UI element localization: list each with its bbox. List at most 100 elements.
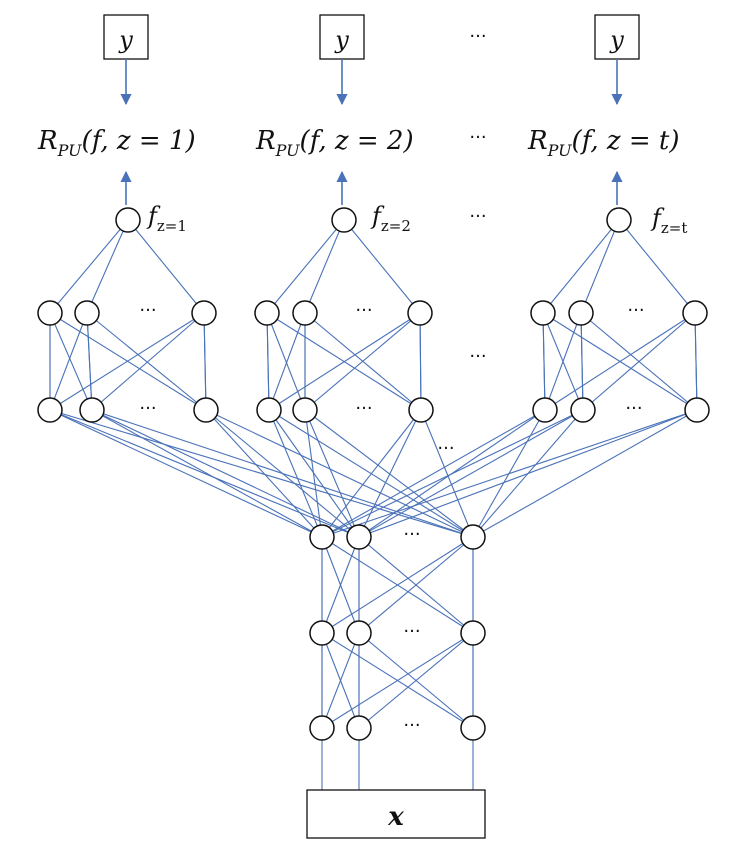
trunk-node <box>460 620 486 646</box>
target-label: y <box>609 26 624 54</box>
head-1: y RPU(f, z = 1) fz=1 <box>37 14 196 235</box>
head-hidden-node <box>532 397 558 423</box>
trunk-edge <box>358 536 474 634</box>
head-trunk-edge <box>91 409 360 538</box>
input-label: x <box>387 802 404 832</box>
output-node <box>331 207 357 233</box>
head-hidden-node <box>684 397 710 423</box>
ellipsis-middle: ··· <box>437 438 454 459</box>
head-trunk-edge <box>321 409 422 538</box>
head-hidden-edge <box>544 312 696 411</box>
head-hidden-edge <box>304 312 421 411</box>
head-vertical-edge <box>419 312 422 411</box>
head-hidden-node <box>79 397 105 423</box>
network-edges <box>49 219 698 790</box>
head-hidden-node <box>530 300 556 326</box>
target-box <box>319 14 365 60</box>
head-trunk-edge <box>49 409 323 538</box>
ellipsis-trunk-l2: ··· <box>403 621 420 642</box>
head-output-edge <box>304 219 345 314</box>
head-hidden-node <box>292 300 318 326</box>
head-vertical-edge <box>266 312 270 411</box>
head-hidden-edge <box>582 312 696 411</box>
head-hidden-edge <box>49 312 93 411</box>
head-vertical-edge <box>580 312 584 411</box>
head-output-edge <box>343 219 421 314</box>
head-trunk-edge <box>420 409 474 538</box>
head-trunk-edge <box>49 409 360 538</box>
head-hidden-edge <box>544 312 582 411</box>
risk-label: RPU(f, z = t) <box>527 126 680 160</box>
trunk-node <box>309 715 335 741</box>
head-hidden-edge <box>49 312 88 411</box>
target-box <box>103 14 149 60</box>
trunk-node <box>460 524 486 550</box>
output-node <box>606 207 632 233</box>
ellipsis-risk: ··· <box>469 127 486 148</box>
ellipsis-h2-l2: ··· <box>355 398 372 419</box>
head-output-edge <box>127 219 205 314</box>
head-hidden-edge <box>266 312 306 411</box>
trunk-node <box>460 715 486 741</box>
head-output-edge <box>86 219 129 314</box>
head-trunk-edge <box>358 409 584 538</box>
output-node <box>115 207 141 233</box>
head-hidden-node <box>193 397 219 423</box>
head-trunk-edge <box>358 409 422 538</box>
risk-label: RPU(f, z = 1) <box>37 126 196 160</box>
ellipses: ··· ··· ··· ··· ··· ··· ··· ··· ··· ··· … <box>139 26 644 736</box>
ellipsis-h3-l2: ··· <box>625 398 642 419</box>
risk-label: RPU(f, z = 2) <box>255 126 414 160</box>
trunk-edge <box>358 632 474 729</box>
head-trunk-edge <box>205 409 474 538</box>
head-trunk-edge <box>304 409 360 538</box>
head-trunk-edge <box>321 409 698 538</box>
head-trunk-edge <box>268 409 323 538</box>
head-hidden-node <box>37 397 63 423</box>
ellipsis-h2-l1: ··· <box>355 300 372 321</box>
head-trunk-edge <box>321 409 546 538</box>
head-trunk-edge <box>304 409 474 538</box>
head-trunk-edge <box>49 409 474 538</box>
head-hidden-edge <box>91 312 205 411</box>
output-label: fz=1 <box>146 202 187 235</box>
head-trunk-edge <box>205 409 360 538</box>
head-trunk-edge <box>358 409 698 538</box>
head-vertical-edge <box>694 312 698 411</box>
ellipsis-heads: ··· <box>469 346 486 367</box>
trunk-edge <box>321 536 474 634</box>
head-hidden-edge <box>268 312 421 411</box>
head-hidden-node <box>407 300 433 326</box>
target-box <box>594 14 640 60</box>
head-hidden-node <box>191 300 217 326</box>
head-hidden-edge <box>49 312 205 411</box>
input-box: x <box>306 789 486 839</box>
head-hidden-node <box>408 397 434 423</box>
trunk-node <box>346 620 372 646</box>
head-vertical-edge <box>542 312 546 411</box>
head-output-edge <box>49 219 129 314</box>
trunk-edge <box>321 632 474 729</box>
ellipsis-output: ··· <box>469 206 486 227</box>
trunk-node <box>346 524 372 550</box>
output-label: fz=2 <box>370 202 411 235</box>
head-hidden-edge <box>268 312 306 411</box>
head-vertical-edge <box>86 312 93 411</box>
trunk-edge <box>321 536 360 634</box>
head-output-edge <box>266 219 345 314</box>
head-hidden-node <box>682 300 708 326</box>
target-label: y <box>118 26 133 54</box>
head-hidden-node <box>256 397 282 423</box>
head-vertical-edge <box>203 312 207 411</box>
ellipsis-trunk-l3: ··· <box>403 715 420 736</box>
head-trunk-edge <box>91 409 323 538</box>
output-label: fz=t <box>650 204 687 237</box>
head-hidden-edge <box>86 312 207 411</box>
head-hidden-node <box>292 397 318 423</box>
ellipsis-top: ··· <box>469 26 486 47</box>
head-hidden-node <box>74 300 100 326</box>
ellipsis-h3-l1: ··· <box>627 300 644 321</box>
head-output-edge <box>542 219 620 314</box>
